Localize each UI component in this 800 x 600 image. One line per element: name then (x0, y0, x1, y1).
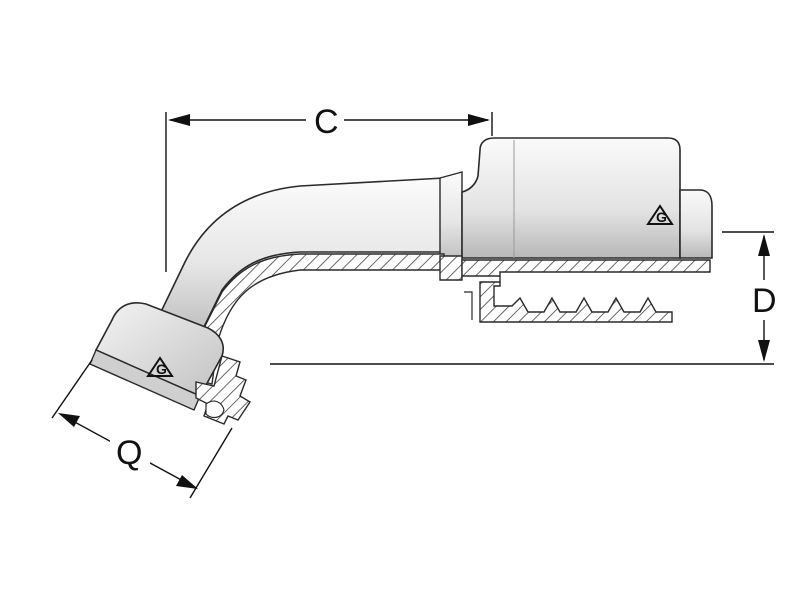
dim-q-arrow-right (176, 475, 198, 489)
dim-d-arrow-bottom (758, 340, 770, 362)
dim-label-d: D (752, 282, 777, 320)
dim-label-q: Q (116, 434, 142, 472)
dim-c-arrow-right (468, 114, 490, 126)
tube-shoulder (439, 171, 463, 263)
dim-q-arrow-left (58, 413, 80, 427)
ferrule-body (461, 137, 681, 259)
dim-c-arrow-left (168, 114, 190, 126)
flange-face (89, 349, 201, 411)
shoulder-section (439, 255, 463, 281)
flange-seal-groove (205, 400, 225, 419)
logo-mark-ferrule: G (646, 204, 674, 225)
bent-tube-body (156, 177, 445, 337)
logo-letter: G (656, 209, 667, 225)
dim-q-ext-right (189, 427, 233, 499)
dim-d-arrow-top (758, 234, 770, 256)
dim-q-ext-left (51, 359, 93, 419)
logo-letter: G (156, 361, 167, 377)
ferrule-section (461, 259, 711, 323)
logo-mark-flange: G (146, 356, 174, 377)
ferrule-barbs-outline (464, 291, 473, 320)
ferrule-end-ring (679, 189, 713, 259)
dim-label-c: C (314, 103, 339, 141)
